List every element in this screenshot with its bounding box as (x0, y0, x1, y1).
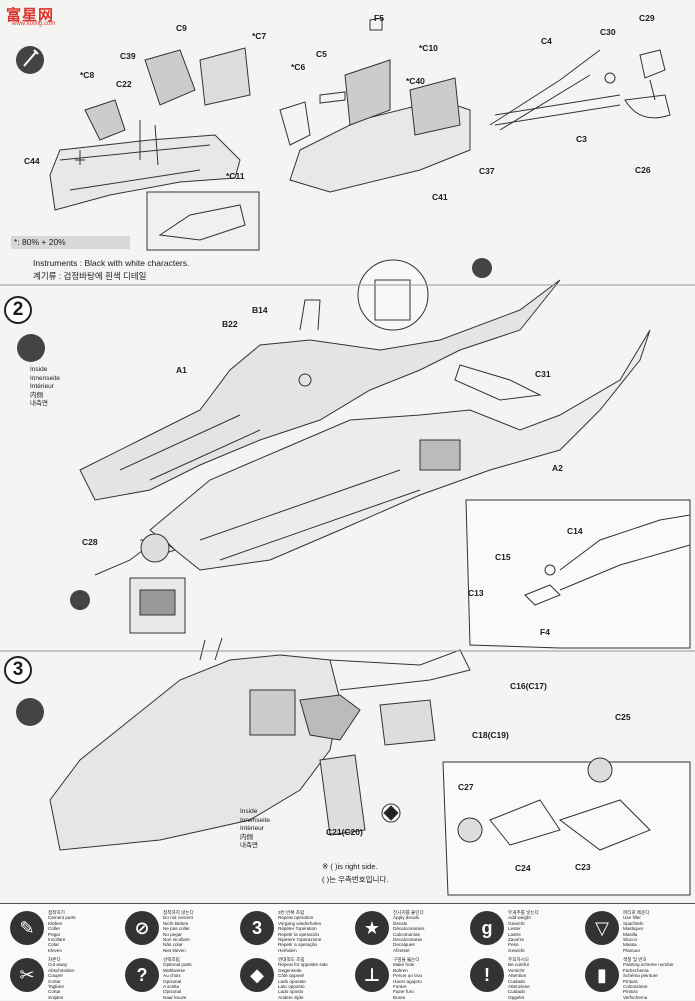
legend-text: 자른다 Cut away Abschneiden Couper Cortar T… (48, 957, 75, 1000)
legend-symbol-icon: 3 (240, 911, 274, 945)
legend-symbol-icon: ✂ (10, 958, 44, 992)
legend-text: 전사지를 붙인다 Apply decals Decals Décalcomani… (393, 910, 425, 953)
site-logo: 富星网 www.fuxing.com (6, 4, 70, 30)
legend-text: 접착하기 Cement parts Kleben Coller Pegar In… (48, 910, 76, 953)
legend-symbol-icon: g (470, 911, 504, 945)
inside-en: Inside (30, 366, 48, 373)
part-label: A1 (176, 365, 187, 375)
part-label: C18(C19) (472, 730, 509, 740)
part-label: C37 (479, 166, 495, 176)
inside-en: Inside (240, 808, 258, 815)
part-label: C30 (600, 27, 616, 37)
part-label: C25 (615, 712, 631, 722)
legend-symbol-icon: ⊘ (125, 911, 159, 945)
legend-text: 퍼티로 메운다 Use filler Spachteln Mastiquer M… (623, 910, 650, 953)
paint-mix-note: *: 80% + 20% (11, 236, 130, 249)
symbol-legend: ✎접착하기 Cement parts Kleben Coller Pegar I… (0, 903, 695, 1000)
legend-text: 반대쪽도 조립 Repeat for opposite side Gegense… (278, 957, 328, 1000)
legend-symbol-icon: ? (125, 958, 159, 992)
part-label: F5 (374, 13, 384, 23)
part-label: C21(C20) (326, 827, 363, 837)
part-label: C39 (120, 51, 136, 61)
legend-symbol-icon: ◆ (240, 958, 274, 992)
legend-symbol-icon: ★ (355, 911, 389, 945)
legend-item: !주의하시오 Be careful Vorsicht Attention Cui… (466, 955, 581, 1001)
part-label: C15 (495, 552, 511, 562)
part-label: *C10 (419, 43, 438, 53)
part-label: *C6 (291, 62, 306, 72)
part-label: C13 (468, 588, 484, 598)
part-label: C3 (576, 134, 587, 144)
legend-text: 3번 반복 조립 Repeat operation Vorgang wieder… (278, 910, 322, 953)
part-label: C14 (567, 526, 583, 536)
legend-item: ✎접착하기 Cement parts Kleben Coller Pegar I… (6, 908, 121, 954)
legend-item: ★전사지를 붙인다 Apply decals Decals Décalcoman… (351, 908, 466, 954)
part-label: C29 (639, 13, 655, 23)
inside-kr: 내측면 (30, 400, 48, 408)
legend-symbol-icon: ✎ (10, 911, 44, 945)
logo-text: 富星网 (6, 7, 55, 24)
legend-text: 구멍을 뚫는다 Make hole Bohren Percer un trou … (393, 957, 423, 1000)
part-label: C28 (82, 537, 98, 547)
legend-symbol-icon: ▽ (585, 911, 619, 945)
part-label: *C11 (226, 171, 245, 181)
legend-item: ⊥구멍을 뚫는다 Make hole Bohren Percer un trou… (351, 955, 466, 1001)
legend-item: ✂자른다 Cut away Abschneiden Couper Cortar … (6, 955, 121, 1001)
legend-symbol-icon: ▮ (585, 958, 619, 992)
legend-text: 색칠 및 번호 Painting scheme number Farbschem… (623, 957, 674, 1000)
legend-symbol-icon: ⊥ (355, 958, 389, 992)
right-side-note-en: ※ ( )is right side. (322, 862, 378, 871)
inside-de: Innenseite (30, 374, 60, 382)
part-label: C31 (535, 369, 551, 379)
inside-jp: 内側 (240, 833, 253, 841)
inside-kr: 내측면 (240, 842, 258, 850)
part-label: C44 (24, 156, 40, 166)
step3-inside-note: Inside Innenseite Intérieur 内側 내측면 (240, 808, 270, 851)
part-label: C22 (116, 79, 132, 89)
step-number-2: 2 (4, 296, 32, 324)
part-label: C9 (176, 23, 187, 33)
instruments-note-en: Instruments : Black with white character… (33, 258, 190, 268)
legend-symbol-icon: ! (470, 958, 504, 992)
inside-fr: Intérieur (30, 383, 54, 391)
legend-text: 선택조립 Optional parts Wahlweise Au choix O… (163, 957, 192, 1000)
legend-item: ▽퍼티로 메운다 Use filler Spachteln Mastiquer … (581, 908, 695, 954)
part-label: C4 (541, 36, 552, 46)
legend-item: ◆반대쪽도 조립 Repeat for opposite side Gegens… (236, 955, 351, 1001)
legend-item: ▮색칠 및 번호 Painting scheme number Farbsche… (581, 955, 695, 1001)
part-label: C41 (432, 192, 448, 202)
part-label: B22 (222, 319, 238, 329)
instruments-note-kr: 계기류 : 검정바탕에 흰색 디테일 (33, 271, 147, 281)
part-label: C16(C17) (510, 681, 547, 691)
part-label: A2 (552, 463, 563, 473)
legend-item: ?선택조립 Optional parts Wahlweise Au choix … (121, 955, 236, 1001)
legend-text: 주의하시오 Be careful Vorsicht Attention Cuid… (508, 957, 530, 1000)
step2-inside-note: Inside Innenseite Intérieur 内側 내측면 (30, 366, 60, 409)
inside-fr: Intérieur (240, 825, 264, 833)
logo-url: www.fuxing.com (12, 21, 56, 27)
part-label: *C7 (252, 31, 267, 41)
legend-item: ⊘접착하지 않는다 Do not cement Nicht kleben Ne … (121, 908, 236, 954)
step-number-3: 3 (4, 656, 32, 684)
right-side-note-kr: ( )는 우측번호입니다. (322, 875, 389, 884)
inside-de: Innenseite (240, 816, 270, 824)
part-label: C24 (515, 863, 531, 873)
part-label: C27 (458, 782, 474, 792)
legend-text: 무게추를 넣는다 Add weight Gewicht Lester Lastr… (508, 910, 539, 953)
part-label: *C8 (80, 70, 95, 80)
part-label: C23 (575, 862, 591, 872)
part-label: F4 (540, 627, 550, 637)
part-label: C5 (316, 49, 327, 59)
legend-text: 접착하지 않는다 Do not cement Nicht kleben Ne p… (163, 910, 194, 953)
inside-jp: 内側 (30, 391, 43, 399)
part-label: B14 (252, 305, 268, 315)
part-label: *C40 (406, 76, 425, 86)
part-label: C26 (635, 165, 651, 175)
